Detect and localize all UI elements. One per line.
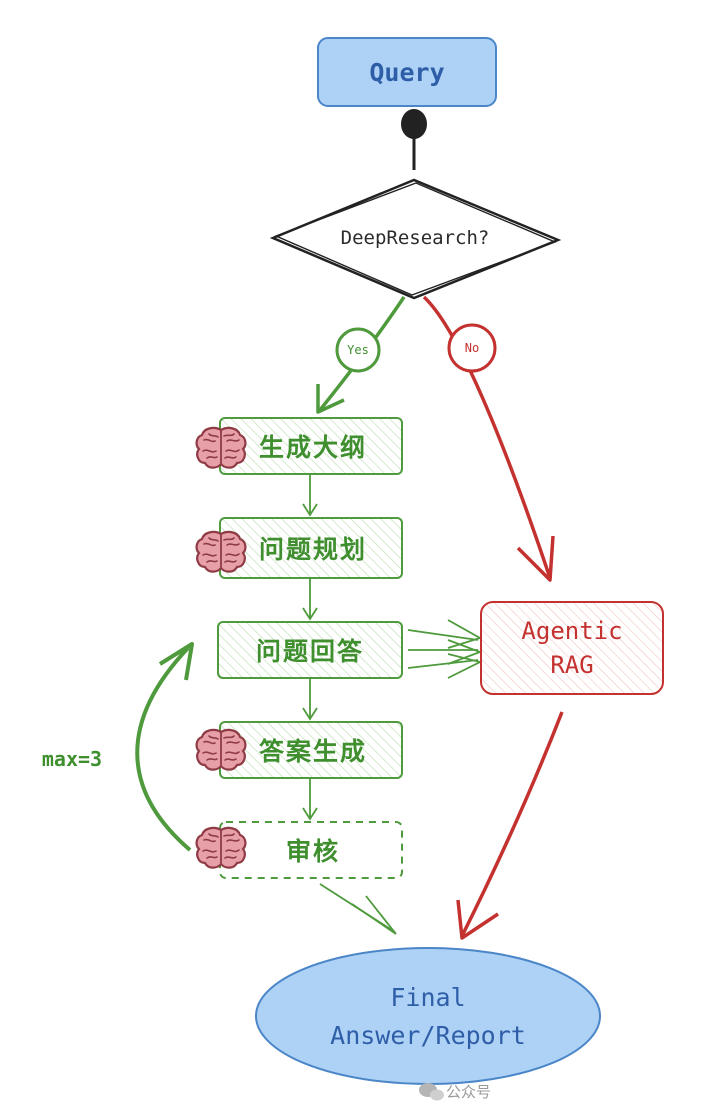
loop-arrow-line [135,646,192,852]
rag-to-final-arrowhead [456,899,499,940]
planning-box [219,517,403,579]
outline-brain-icon [195,426,247,469]
review-box [219,821,403,879]
decision-diamond [269,178,562,300]
yes-branch-arrowhead [316,384,345,414]
no-branch-line [422,295,552,579]
wechat-icon [419,1083,444,1101]
decision-diamond-sketch [274,182,557,296]
review-brain-icon [195,826,247,869]
answering-box [217,621,403,679]
final-answer-ellipse [255,947,601,1085]
outline-box [219,417,403,475]
agentic-rag-box [480,601,664,695]
connector-dot [401,109,427,139]
planning-brain-icon [195,530,247,573]
yes-circle [335,327,381,373]
query-box [317,37,497,107]
review-to-final-arrow [319,883,397,935]
generation-box [219,721,403,779]
loop-arrow-head [158,642,194,681]
answering-to-rag-arrows [407,619,483,679]
rag-to-final-line [460,711,564,937]
step-arrows [302,474,318,821]
no-branch-arrowhead [516,535,555,582]
generation-brain-icon [195,728,247,771]
no-circle [447,323,497,373]
